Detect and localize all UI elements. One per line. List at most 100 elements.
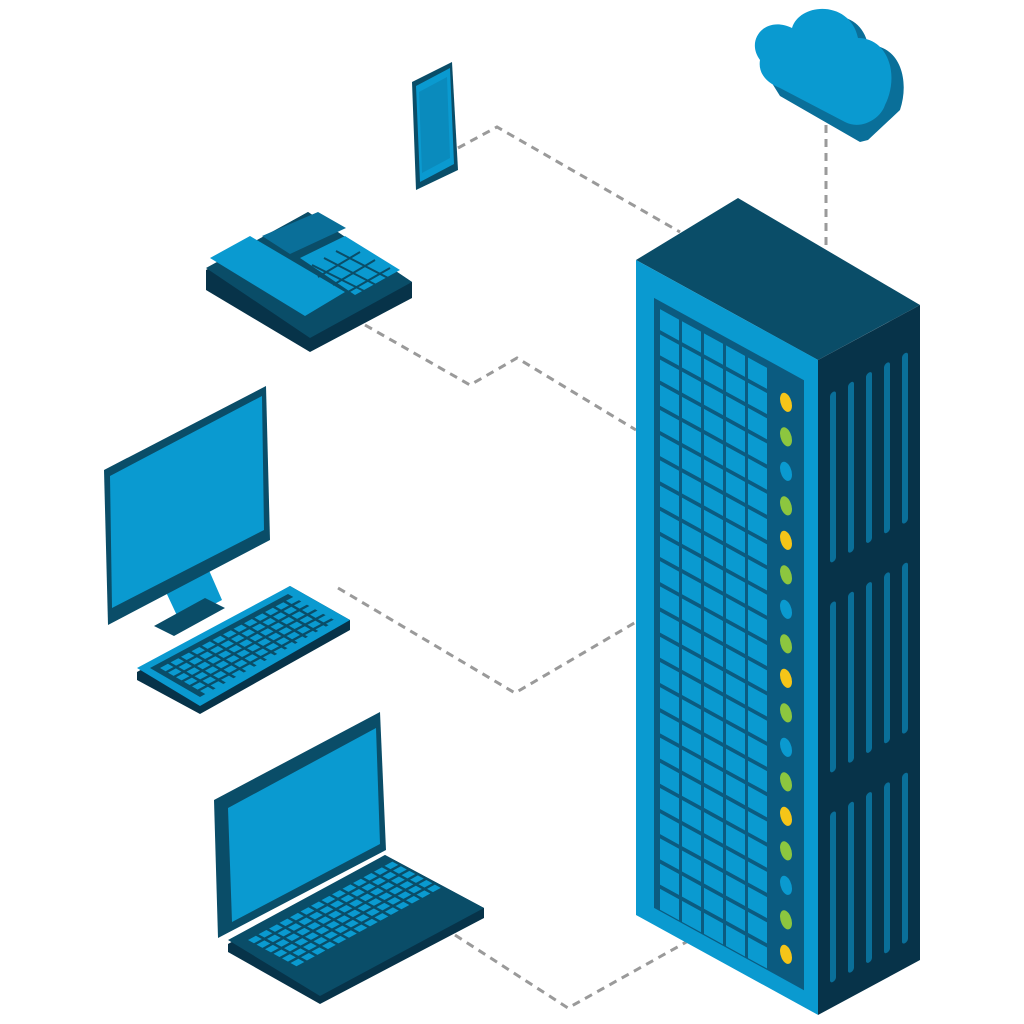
drive-bay [704, 459, 723, 491]
key [292, 948, 307, 956]
status-light-blue [780, 737, 792, 757]
key [200, 686, 214, 695]
status-light-yellow [780, 530, 792, 550]
drive-bay [704, 333, 723, 365]
drive-bay [748, 836, 767, 868]
key [385, 907, 399, 915]
cloud-icon [754, 8, 904, 142]
drive-bay [726, 395, 745, 428]
key [236, 649, 250, 658]
key [233, 624, 247, 633]
drive-bay [704, 358, 723, 390]
drive-bay [704, 484, 723, 516]
key [288, 923, 302, 931]
drive-bay [704, 711, 723, 743]
drive-bay [682, 497, 701, 530]
status-light-green [780, 703, 792, 723]
drive-bay [748, 659, 767, 692]
key [197, 661, 211, 670]
key [278, 627, 292, 635]
key [290, 912, 304, 921]
key [284, 943, 298, 952]
drive-bay [682, 900, 701, 933]
key [273, 647, 287, 656]
key [349, 899, 363, 907]
key [286, 933, 300, 942]
key [290, 958, 305, 967]
key [192, 682, 206, 690]
connectors [337, 125, 828, 1010]
drive-bay [682, 825, 701, 857]
key [181, 652, 195, 661]
drive-bay [660, 611, 679, 644]
drive-bay [726, 597, 745, 629]
key [311, 947, 326, 955]
drive-bay [660, 334, 679, 366]
key [406, 896, 420, 904]
drive-bay [660, 687, 679, 719]
drive-bay [660, 737, 679, 770]
status-light-yellow [780, 392, 792, 412]
drive-bay [704, 610, 723, 642]
key [363, 873, 378, 881]
key [223, 630, 237, 638]
vent-slot [830, 811, 836, 983]
drive-bay [726, 874, 745, 907]
status-light-green [780, 910, 792, 930]
drive-bay [682, 800, 701, 832]
vent-slot [848, 381, 854, 553]
key [265, 944, 279, 953]
key [318, 615, 332, 623]
key [368, 898, 382, 906]
drive-bay [704, 686, 723, 718]
key [176, 673, 190, 681]
drive-bay [660, 460, 679, 492]
key [277, 928, 292, 937]
drive-bay [660, 409, 679, 442]
server-top [636, 198, 920, 360]
key [241, 629, 255, 637]
key [302, 605, 316, 614]
key [231, 670, 245, 678]
key [178, 662, 192, 671]
status-light-blue [780, 599, 792, 619]
key [319, 906, 334, 914]
drive-bay [660, 787, 679, 820]
key [376, 902, 391, 911]
key [189, 657, 203, 665]
key [364, 918, 378, 927]
drive-bay [726, 622, 745, 655]
key [184, 677, 198, 686]
key [384, 861, 399, 870]
key [256, 940, 271, 948]
key [305, 630, 319, 639]
drive-bay [726, 547, 745, 579]
drive-bay [704, 660, 723, 693]
key [258, 930, 273, 938]
drive-bay [704, 408, 723, 441]
key [303, 942, 317, 951]
drive-bay [726, 496, 745, 529]
key [255, 648, 269, 657]
drive-bay [726, 345, 745, 377]
status-light-blue [780, 875, 792, 895]
key [310, 610, 324, 618]
drive-bay [748, 710, 767, 742]
key [309, 911, 323, 920]
key [387, 897, 401, 905]
drive-bay [660, 813, 679, 845]
key [353, 878, 367, 887]
key [284, 642, 298, 650]
drive-bay [660, 535, 679, 568]
drive-bay [660, 359, 679, 392]
key [199, 651, 213, 660]
key [361, 883, 376, 891]
drive-bay [726, 824, 745, 856]
drive-bay [660, 309, 679, 341]
key [336, 915, 351, 923]
vent-slot [884, 782, 890, 954]
drive-bay [748, 785, 767, 818]
drive-bay [660, 435, 679, 467]
server-front [636, 260, 818, 1015]
smartphone-icon [412, 62, 458, 190]
